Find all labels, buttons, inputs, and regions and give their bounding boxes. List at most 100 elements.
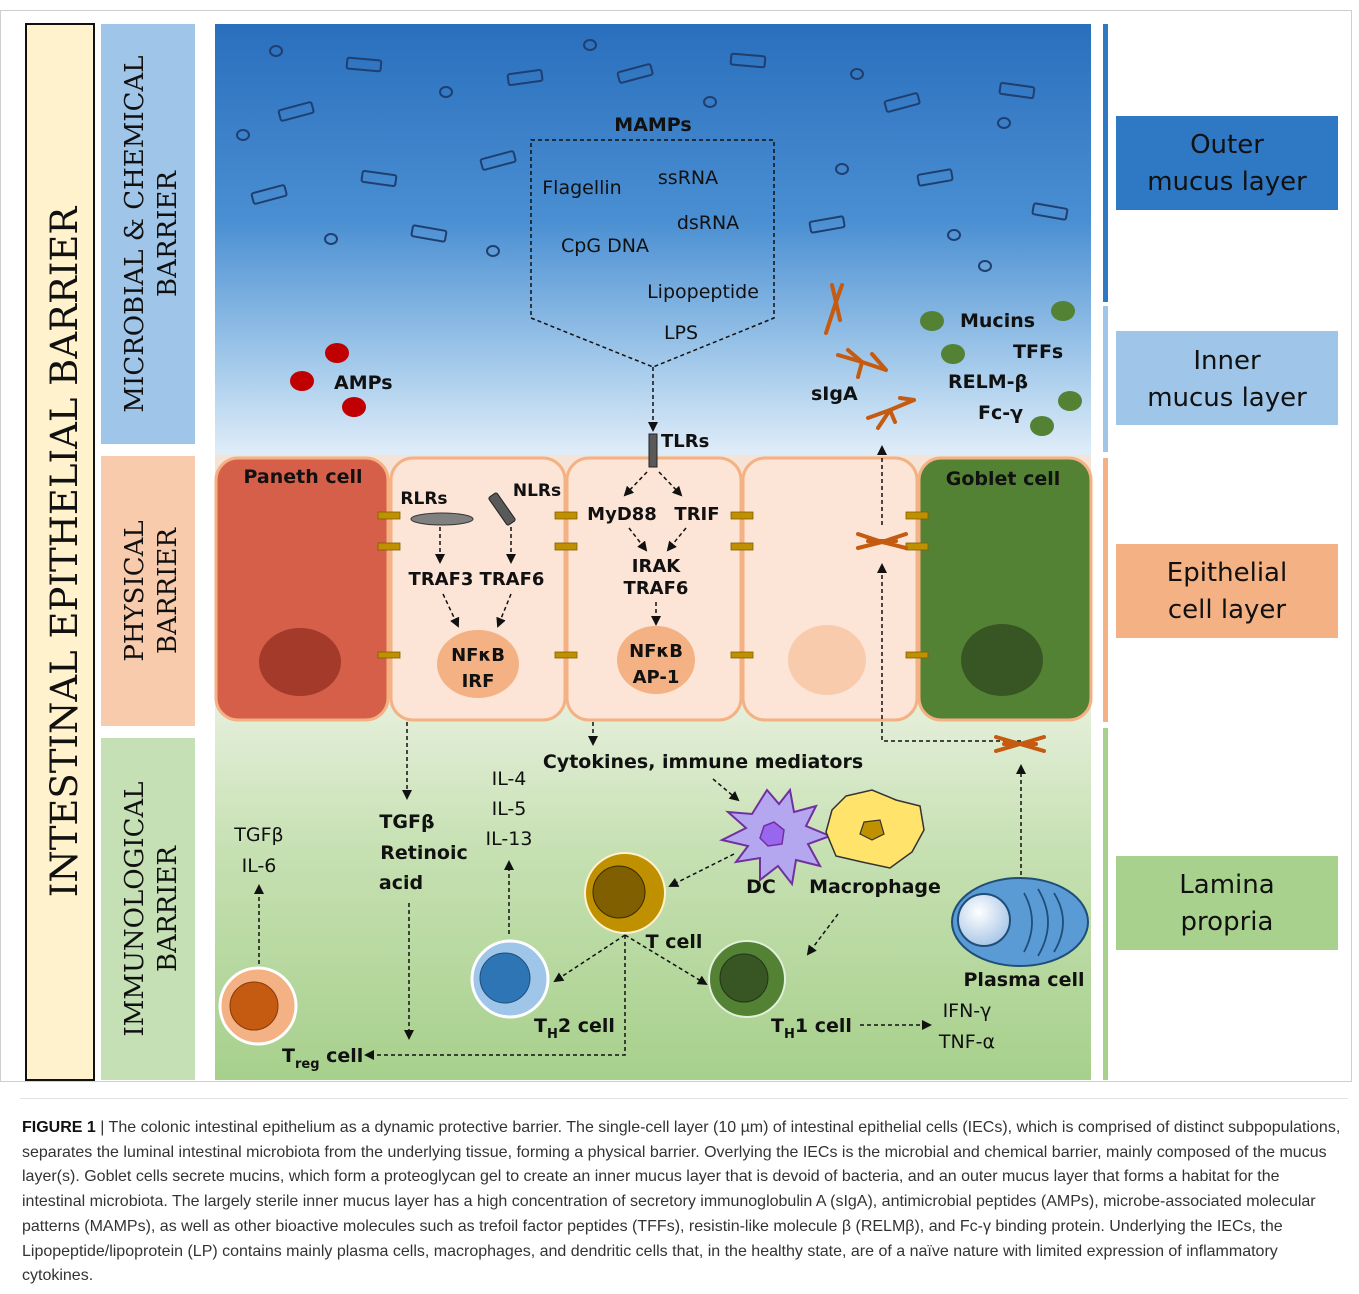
bacterium-rod	[277, 101, 315, 122]
outer-label-1: Outer	[1190, 130, 1264, 160]
bacterium-coccus	[236, 129, 250, 141]
antibody-icon	[836, 348, 888, 379]
caption-text: | The colonic intestinal epithelium as a…	[22, 1119, 1341, 1285]
outer-indicator	[1103, 24, 1108, 302]
inner-label-2: mucus layer	[1147, 383, 1307, 413]
caption-divider	[20, 1098, 1348, 1099]
iec-cell-3	[741, 456, 919, 722]
mucin-dot	[1058, 391, 1082, 411]
goblet-nucleus	[961, 624, 1043, 696]
th1-nucleus	[719, 953, 769, 1003]
arrow	[628, 527, 648, 552]
irf-label: IRF	[462, 671, 495, 692]
tgfb-label-2: TGFβ	[379, 811, 434, 833]
bacterium-coccus	[583, 39, 597, 51]
dc-nucleus	[759, 821, 785, 847]
plasma-label: Plasma cell	[964, 969, 1085, 991]
arrow	[364, 935, 626, 1060]
siga-antibodies	[824, 283, 916, 430]
macrophage-nucleus	[859, 819, 885, 841]
amp-dot	[290, 371, 314, 391]
epithelial-label-2: cell layer	[1168, 595, 1287, 625]
mucin-dot	[1051, 301, 1075, 321]
paneth-cell	[214, 456, 390, 722]
bacterium-rod	[410, 224, 448, 243]
arrow	[666, 527, 687, 552]
microbial-band	[101, 24, 195, 444]
mamp-dsrna: dsRNA	[677, 212, 739, 234]
immunological-band	[101, 738, 195, 1080]
ifn-label: IFN-γ	[943, 1000, 992, 1022]
rlrs-receptor	[410, 512, 474, 526]
bacterium-rod	[616, 63, 654, 84]
bacterium-rod	[998, 81, 1036, 100]
junction	[377, 511, 401, 520]
goblet-label: Goblet cell	[946, 468, 1061, 490]
barrier-diagram: INTESTINAL EPITHELIAL BARRIER MICROBIAL …	[0, 10, 1352, 1082]
fc-label: Fc-γ	[978, 402, 1023, 424]
bacterium-rod	[250, 184, 288, 205]
junction	[377, 651, 401, 659]
antibody-icon	[824, 283, 844, 335]
t-cell-label: T cell	[646, 931, 703, 953]
bacterium-rod	[345, 56, 383, 73]
bacterium-rod	[479, 150, 517, 171]
nlrs-label: NLRs	[513, 481, 561, 501]
nfkb-label-1: NFκB	[451, 645, 505, 666]
tffs-label: TFFs	[1013, 341, 1063, 363]
th2-label: TH2 cell	[534, 1015, 615, 1042]
lamina-box	[1116, 856, 1338, 950]
bacterium-rod	[1031, 202, 1069, 221]
mamps-title: MAMPs	[614, 114, 691, 136]
th1-label: TH1 cell	[771, 1015, 852, 1042]
physical-label-1: PHYSICAL	[120, 520, 150, 661]
acid-label: acid	[379, 872, 423, 894]
junction	[730, 511, 754, 520]
arrow	[442, 593, 460, 628]
il6-label: IL-6	[242, 855, 277, 877]
mamp-ssrna: ssRNA	[658, 167, 718, 189]
traf3-label: TRAF3	[409, 569, 474, 590]
irak-label: IRAK	[632, 556, 681, 577]
epithelial-indicator	[1103, 458, 1108, 722]
inner-indicator	[1103, 306, 1108, 452]
inner-label-1: Inner	[1193, 346, 1261, 376]
inner-mucus-box	[1116, 331, 1338, 425]
antibody-icon	[866, 396, 916, 430]
arrow	[624, 934, 708, 986]
bacterium-rod	[883, 92, 921, 113]
figure-frame	[0, 10, 1352, 1082]
mamps-funnel	[530, 139, 775, 368]
bacterium-coccus	[978, 260, 992, 272]
lamina-label-1: Lamina	[1179, 870, 1274, 900]
title-band	[25, 23, 95, 1081]
bacterium-rod	[360, 169, 398, 188]
mucin-dot	[941, 344, 965, 364]
traf6-label-2: TRAF6	[624, 578, 689, 599]
paneth-label: Paneth cell	[243, 466, 362, 488]
il5-label: IL-5	[492, 798, 527, 820]
antibody-icon	[856, 532, 908, 550]
dc-label: DC	[746, 876, 776, 898]
plasma-er	[1023, 888, 1064, 957]
arrow	[658, 471, 683, 497]
immunological-label-2: BARRIER	[153, 845, 183, 972]
antibody-icon	[994, 735, 1046, 753]
microbial-label-1: MICROBIAL & CHEMICAL	[120, 55, 150, 412]
tight-junctions	[377, 511, 929, 659]
junction	[730, 542, 754, 551]
bacterium-coccus	[439, 86, 453, 98]
lamina-indicator	[1103, 728, 1108, 1080]
retinoic-label: Retinoic	[380, 842, 467, 864]
junction	[730, 651, 754, 659]
junction	[377, 542, 401, 551]
bacterium-coccus	[269, 45, 283, 57]
tlrs-label: TLRs	[661, 431, 709, 452]
junction	[554, 651, 578, 659]
microbial-label-2: BARRIER	[153, 170, 183, 297]
diagram-svg: INTESTINAL EPITHELIAL BARRIER MICROBIAL …	[25, 23, 1338, 1081]
immunological-label-1: IMMUNOLOGICAL	[120, 781, 150, 1036]
epithelial-box	[1116, 544, 1338, 638]
bacterium-rod	[808, 215, 846, 234]
cytokines-label: Cytokines, immune mediators	[543, 751, 863, 773]
